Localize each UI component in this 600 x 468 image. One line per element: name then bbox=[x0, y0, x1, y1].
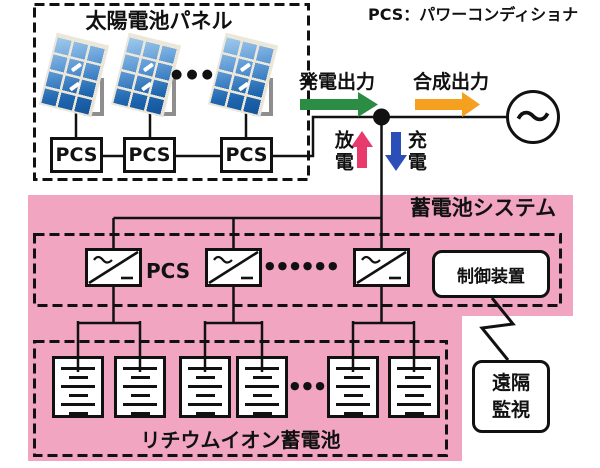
battery-plate bbox=[123, 367, 157, 370]
charge-label: 充電 bbox=[404, 130, 427, 174]
battery-plate bbox=[336, 385, 370, 388]
battery-plate bbox=[188, 385, 222, 388]
generation-output-label: 発電出力 bbox=[299, 71, 376, 93]
controller-box: 制御装置 bbox=[432, 250, 550, 298]
battery-plate bbox=[397, 385, 431, 388]
battery-plate bbox=[188, 403, 222, 406]
battery-plate bbox=[195, 376, 215, 379]
battery-plate bbox=[404, 394, 424, 397]
battery-plate bbox=[252, 376, 272, 379]
combined-output-arrow bbox=[415, 92, 480, 117]
battery-cell-icon bbox=[388, 356, 440, 418]
battery-plate bbox=[195, 412, 215, 415]
combined-output-label: 合成出力 bbox=[413, 71, 490, 93]
ac-tilde-symbol: ～ bbox=[516, 98, 550, 138]
battery-plate bbox=[245, 403, 279, 406]
battery-plate bbox=[130, 412, 150, 415]
battery-plate bbox=[336, 403, 370, 406]
battery-cell-icon bbox=[114, 356, 166, 418]
inverter-icon bbox=[205, 248, 262, 287]
battery-plate bbox=[61, 385, 95, 388]
battery-plate bbox=[245, 385, 279, 388]
battery-cell-icon bbox=[52, 356, 104, 418]
battery-pcs-label: PCS bbox=[146, 259, 191, 283]
solar-pcs-box-3: PCS bbox=[220, 137, 273, 173]
panel-ellipsis-dots: ●●● bbox=[171, 67, 218, 82]
battery-plate bbox=[343, 376, 363, 379]
battery-plate bbox=[188, 367, 222, 370]
solar-pcs-box-2: PCS bbox=[123, 137, 176, 173]
battery-plate bbox=[336, 367, 370, 370]
battery-plate bbox=[404, 376, 424, 379]
discharge-arrow bbox=[351, 131, 373, 168]
remote-monitoring-label-line2: 監視 bbox=[491, 398, 530, 421]
battery-plate bbox=[68, 394, 88, 397]
inverter-icon bbox=[353, 248, 410, 287]
discharge-label: 放電 bbox=[331, 130, 354, 174]
solar-pcs-box-1: PCS bbox=[50, 137, 103, 173]
pcs-legend: PCS：パワーコンディショナ bbox=[368, 5, 579, 24]
solar-panel-icon bbox=[38, 32, 110, 118]
battery-plate bbox=[130, 394, 150, 397]
battery-plate bbox=[245, 367, 279, 370]
junction-dot bbox=[373, 108, 390, 126]
battery-plate bbox=[343, 394, 363, 397]
solar-array-title: 太陽電池パネル bbox=[85, 9, 233, 33]
battery-plate bbox=[397, 367, 431, 370]
lithium-battery-title: リチウムイオン蓄電池 bbox=[140, 428, 341, 452]
battery-cell-icon bbox=[236, 356, 288, 418]
battery-plate bbox=[61, 367, 95, 370]
remote-monitoring-label-line1: 遠隔 bbox=[491, 371, 530, 394]
inverter-icon bbox=[85, 248, 142, 287]
solar-panel-icon bbox=[207, 32, 279, 118]
battery-plate bbox=[195, 394, 215, 397]
generation-output-arrow bbox=[300, 92, 378, 117]
remote-monitoring-box: 遠隔 監視 bbox=[472, 360, 550, 433]
battery-cell-icon bbox=[179, 356, 231, 418]
ac-source-icon: ～ bbox=[506, 90, 560, 144]
battery-plate bbox=[343, 412, 363, 415]
battery-plate bbox=[68, 376, 88, 379]
battery-plate bbox=[130, 376, 150, 379]
battery-cell-icon bbox=[327, 356, 379, 418]
battery-plate bbox=[397, 403, 431, 406]
battery-plate bbox=[123, 403, 157, 406]
battery-plate bbox=[68, 412, 88, 415]
battery-plate bbox=[61, 403, 95, 406]
battery-plate bbox=[404, 412, 424, 415]
battery-ellipsis-dots: ●●● bbox=[290, 379, 328, 392]
battery-plate bbox=[123, 385, 157, 388]
inverter-ellipsis-dots: ●●●●●● bbox=[265, 259, 341, 272]
battery-system-title: 蓄電池システム bbox=[409, 196, 557, 220]
battery-plate bbox=[252, 394, 272, 397]
battery-plate bbox=[252, 412, 272, 415]
